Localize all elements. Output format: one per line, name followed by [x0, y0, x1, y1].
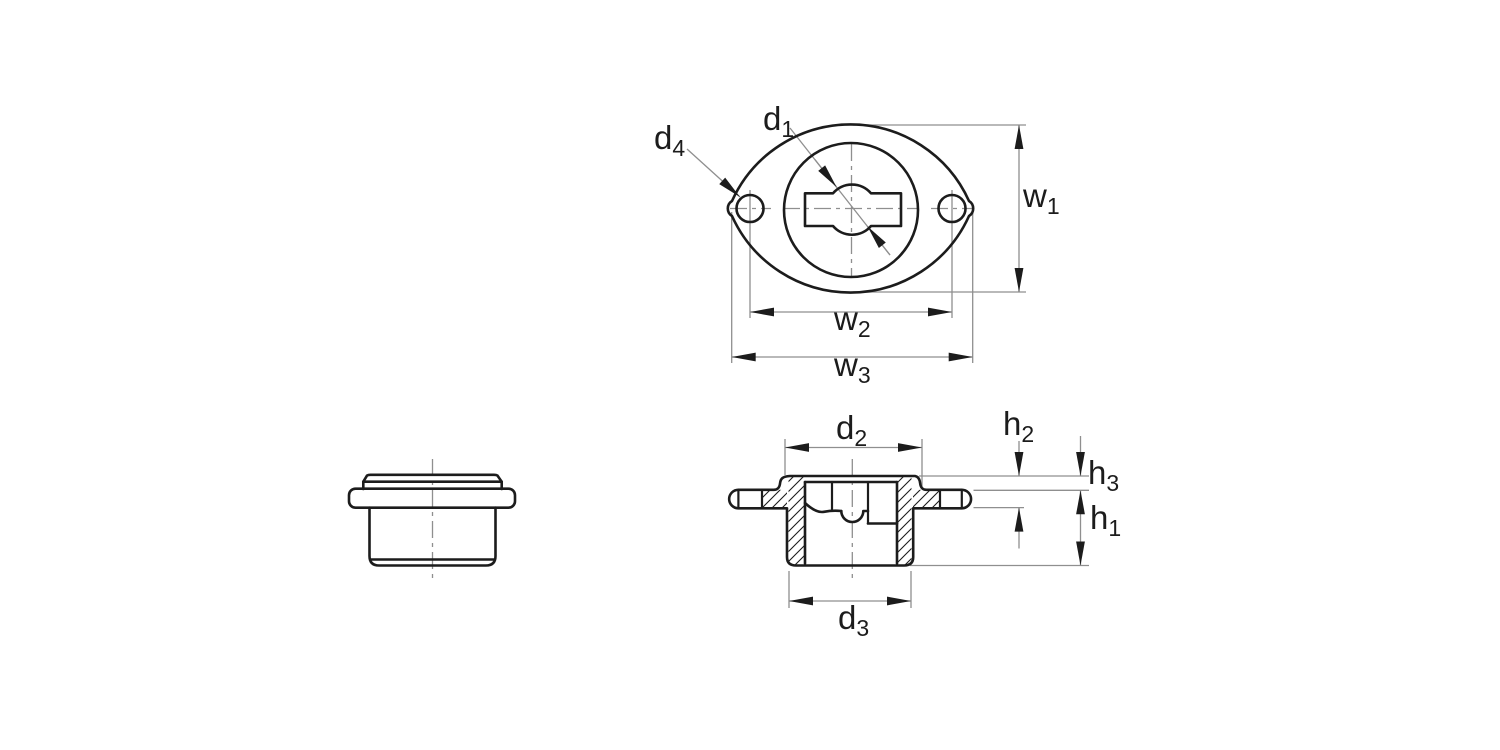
d1-arrow-lower [866, 225, 891, 256]
side-view [347, 459, 517, 583]
side-view-flange [347, 487, 517, 510]
w3-extension-lines [731, 212, 974, 363]
dim-label-w3: w3 [834, 345, 871, 388]
dim-label-d2: d2 [836, 408, 868, 451]
dim-label-h3: h3 [1088, 453, 1120, 496]
left-wall-hatch [788, 477, 805, 565]
dim-label-h2: h2 [1003, 404, 1035, 447]
section-view [727, 436, 1089, 608]
flange-outline [726, 123, 975, 294]
tab-hole-edge-lines [760, 488, 942, 510]
right-wall-hatch [897, 477, 912, 565]
w1-extension-lines [853, 124, 1026, 293]
dim-label-d3: d3 [838, 598, 870, 641]
d4-leader-line [686, 148, 741, 198]
d1-arrow-upper [814, 158, 838, 188]
dim-label-w2: w2 [834, 299, 871, 342]
dim-label-w1: w1 [1023, 176, 1060, 219]
center-slot [803, 183, 903, 236]
left-mounting-hole [735, 193, 765, 224]
dim-label-d1: d1 [763, 99, 795, 142]
left-tab-hatch [762, 489, 787, 508]
dim-label-h1: h1 [1090, 498, 1122, 541]
cavity-notch-arc [840, 509, 870, 524]
top-view [686, 123, 1026, 363]
w2-extension-lines [749, 190, 953, 318]
boss-circle [782, 141, 920, 279]
cavity-inner-steps [830, 480, 870, 525]
dim-label-d4: d4 [654, 118, 686, 161]
side-view-cap [362, 473, 503, 491]
tab-end-tangent-lines [737, 488, 963, 510]
cavity-ledge-curve [803, 501, 843, 514]
section-outer-outline [727, 474, 973, 567]
right-tab-hatch [913, 489, 940, 508]
right-mounting-hole [937, 193, 967, 224]
